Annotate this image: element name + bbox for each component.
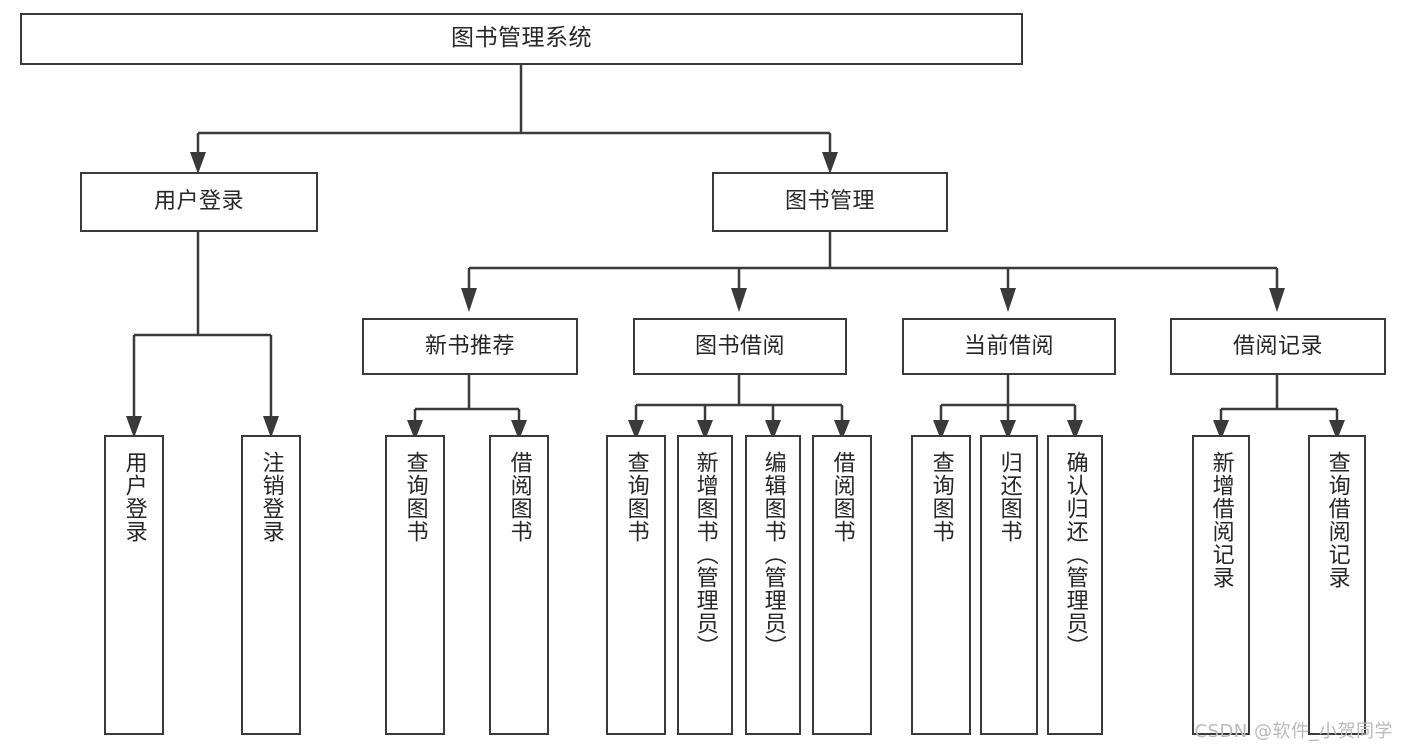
node-leaf-bookborrow-edit-book-label: 编辑图书（管理员）	[760, 451, 786, 658]
node-leaf-query-borrow-record-label: 查询借阅记录	[1324, 451, 1350, 589]
node-borrow-record[interactable]: 借阅记录	[1170, 318, 1386, 375]
node-leaf-logout-label: 注销登录	[258, 451, 284, 543]
arrow-newbook	[461, 288, 477, 312]
node-leaf-newbook-query-book-label: 查询图书	[402, 451, 428, 543]
node-leaf-bookborrow-borrow-book-label: 借阅图书	[829, 451, 855, 543]
node-leaf-bookborrow-add-book[interactable]: 新增图书（管理员）	[677, 435, 733, 735]
node-leaf-bookborrow-add-book-label: 新增图书（管理员）	[692, 451, 718, 658]
arrow-bookborrow	[731, 288, 747, 312]
node-current-borrow[interactable]: 当前借阅	[902, 318, 1116, 375]
node-leaf-newbook-borrow-book[interactable]: 借阅图书	[489, 435, 549, 735]
arrow-user-login	[190, 152, 206, 174]
node-leaf-logout[interactable]: 注销登录	[241, 435, 301, 735]
node-root[interactable]: 图书管理系统	[20, 13, 1023, 65]
node-leaf-bookborrow-query-book[interactable]: 查询图书	[606, 435, 666, 735]
watermark: CSDN @软件_小贺同学	[1194, 721, 1393, 742]
node-leaf-query-borrow-record[interactable]: 查询借阅记录	[1308, 435, 1366, 735]
node-leaf-currentborrow-confirm-return-label: 确认归还（管理员）	[1062, 451, 1088, 658]
node-new-book-recommend-label: 新书推荐	[424, 333, 515, 359]
node-borrow-record-label: 借阅记录	[1232, 333, 1323, 359]
node-book-management[interactable]: 图书管理	[712, 172, 948, 232]
node-leaf-add-borrow-record-label: 新增借阅记录	[1208, 451, 1234, 589]
node-book-borrow[interactable]: 图书借阅	[633, 318, 847, 375]
node-user-login-label: 用户登录	[153, 189, 244, 215]
node-current-borrow-label: 当前借阅	[963, 333, 1054, 359]
node-book-management-label: 图书管理	[784, 189, 875, 215]
node-leaf-currentborrow-query-book-label: 查询图书	[928, 451, 954, 543]
node-leaf-bookborrow-borrow-book[interactable]: 借阅图书	[812, 435, 872, 735]
node-leaf-currentborrow-return-book-label: 归还图书	[996, 451, 1022, 543]
arrow-currentborrow	[1000, 288, 1016, 312]
node-user-login[interactable]: 用户登录	[80, 172, 318, 232]
node-leaf-newbook-query-book[interactable]: 查询图书	[385, 435, 445, 735]
node-new-book-recommend[interactable]: 新书推荐	[362, 318, 578, 375]
node-leaf-user-login-label: 用户登录	[121, 451, 147, 543]
node-leaf-currentborrow-query-book[interactable]: 查询图书	[911, 435, 971, 735]
arrow-book-mgmt	[822, 152, 838, 174]
node-leaf-user-login[interactable]: 用户登录	[104, 435, 164, 735]
node-leaf-currentborrow-confirm-return[interactable]: 确认归还（管理员）	[1047, 435, 1103, 735]
node-leaf-bookborrow-query-book-label: 查询图书	[623, 451, 649, 543]
node-leaf-newbook-borrow-book-label: 借阅图书	[506, 451, 532, 543]
arrow-borrowrecord	[1269, 288, 1285, 312]
node-leaf-currentborrow-return-book[interactable]: 归还图书	[980, 435, 1038, 735]
node-leaf-bookborrow-edit-book[interactable]: 编辑图书（管理员）	[745, 435, 801, 735]
node-leaf-add-borrow-record[interactable]: 新增借阅记录	[1192, 435, 1250, 735]
node-book-borrow-label: 图书借阅	[694, 333, 785, 359]
node-root-label: 图书管理系统	[451, 25, 592, 52]
